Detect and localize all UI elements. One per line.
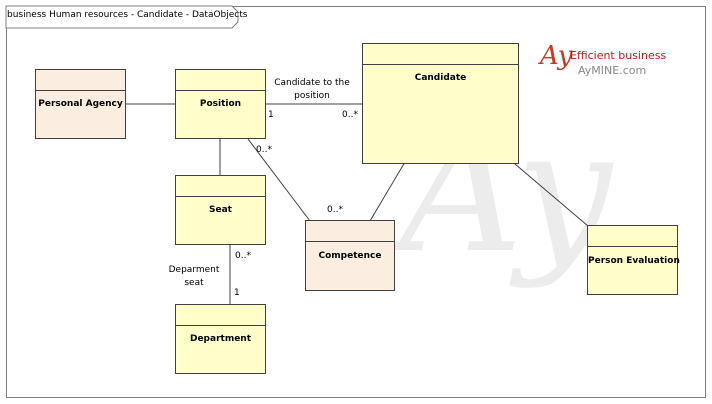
assoc-candidate-competence — [369, 161, 406, 222]
assoc-candidate-evaluation — [514, 163, 589, 227]
class-name: Position — [199, 99, 242, 109]
brand-tagline: Efficient business — [570, 49, 667, 62]
class-name: Competence — [318, 251, 382, 261]
class-position[interactable]: Position — [175, 69, 266, 139]
title-tab — [5, 5, 239, 29]
assoc-label-department-seat-2: seat — [184, 278, 204, 288]
class-name: Person Evaluation — [588, 256, 680, 266]
mult-position-candidate: 1 — [268, 110, 274, 120]
mult-candidate-position: 0..* — [342, 110, 358, 120]
class-name: Personal Agency — [38, 99, 123, 109]
class-name: Department — [189, 334, 252, 344]
class-name: Seat — [209, 205, 232, 215]
mult-department-seat: 1 — [234, 288, 240, 298]
class-competence[interactable]: Competence — [305, 220, 395, 291]
mult-position-competence: 0..* — [256, 145, 272, 155]
class-department[interactable]: Department — [175, 304, 266, 374]
class-header — [36, 70, 125, 91]
assoc-label-department-seat-1: Deparment — [168, 265, 220, 275]
class-header — [176, 70, 265, 91]
class-header — [588, 226, 677, 247]
diagram-title: business Human resources - Candidate - D… — [7, 10, 248, 20]
mult-competence-position: 0..* — [327, 205, 343, 215]
class-header — [363, 44, 518, 65]
class-name: Candidate — [414, 73, 467, 83]
mult-seat-department: 0..* — [235, 251, 251, 261]
assoc-label-candidate-position-1: Candidate to the — [274, 78, 350, 88]
assoc-label-candidate-position-2: position — [294, 91, 330, 101]
class-seat[interactable]: Seat — [175, 175, 266, 245]
class-header — [306, 221, 394, 242]
brand-site: AyMINE.com — [578, 64, 647, 77]
brand-logo-icon: Ay — [540, 41, 573, 71]
class-person-evaluation[interactable]: Person Evaluation — [587, 225, 680, 295]
assoc-position-competence — [247, 138, 311, 222]
class-header — [176, 305, 265, 326]
class-candidate[interactable]: Candidate — [362, 43, 519, 164]
class-header — [176, 176, 265, 197]
class-personal-agency[interactable]: Personal Agency — [35, 69, 126, 139]
